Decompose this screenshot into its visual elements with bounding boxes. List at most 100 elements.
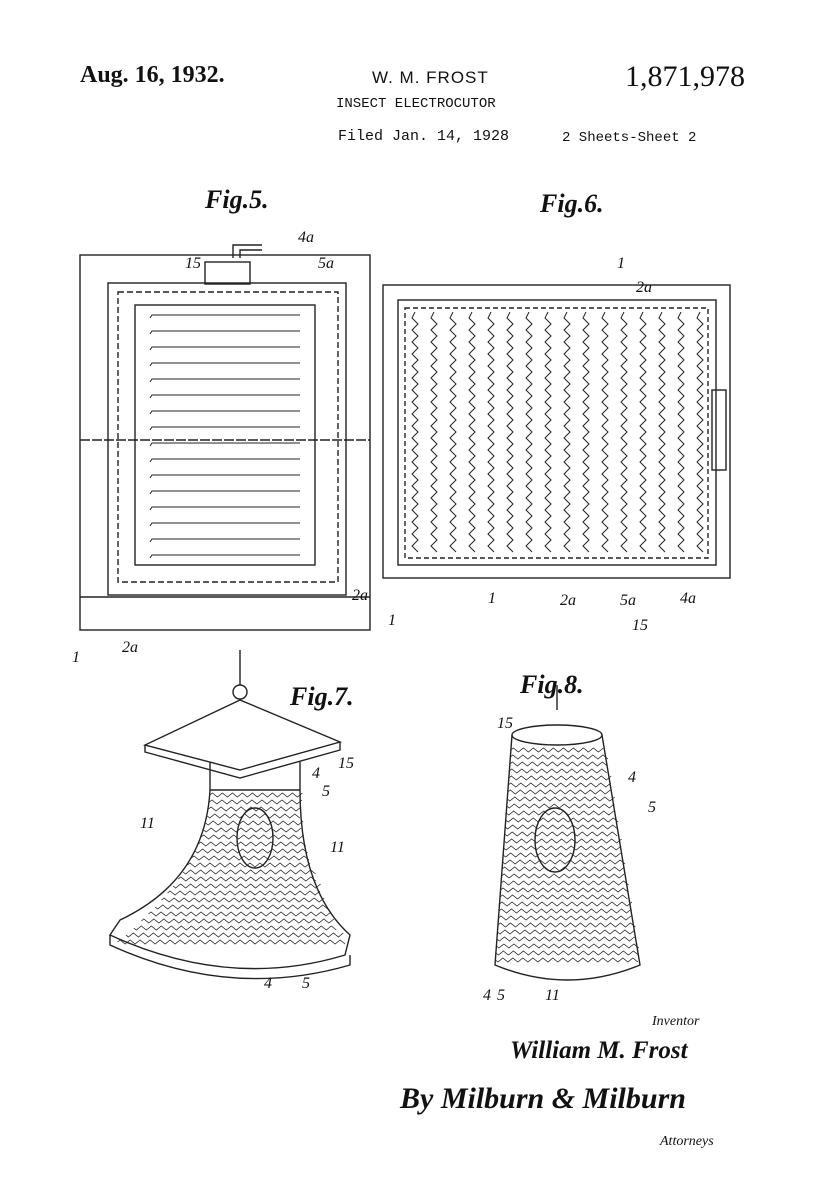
coil-wire [525, 311, 533, 553]
reference-numeral: 15 [338, 755, 354, 772]
figure-6: Fig.6. [382, 189, 731, 579]
reference-numeral: 2a [560, 592, 576, 609]
coil-wire [506, 311, 514, 553]
coil-wire [191, 855, 310, 861]
coil-wire [677, 311, 685, 553]
attorneys-label: Attorneys [659, 1134, 714, 1149]
reference-numeral: 2a [352, 587, 368, 604]
coil-wire [468, 311, 476, 553]
coil-wire [601, 311, 609, 553]
reference-numeral: 1 [617, 255, 625, 272]
fig5-title: Fig.5. [204, 185, 269, 214]
coil-wire [149, 394, 300, 399]
reference-numeral: 1 [72, 649, 80, 666]
coil-wire [498, 908, 632, 914]
attorney-signature: By Milburn & Milburn [399, 1082, 686, 1115]
coil-wire [495, 957, 639, 963]
fig7-title: Fig.7. [289, 682, 354, 711]
coil-wire [200, 834, 304, 840]
coil-wire [507, 796, 616, 802]
reference-numeral: 5 [648, 799, 656, 816]
coil-wire [505, 810, 614, 816]
reference-numeral: 11 [330, 839, 345, 856]
coil-wire [209, 792, 303, 798]
coil-wire [125, 932, 344, 938]
coil-wire [510, 754, 609, 760]
coil-wire [504, 824, 618, 830]
coil-wire [205, 820, 304, 826]
coil-wire [194, 848, 308, 854]
sheet-count: 2 Sheets-Sheet 2 [562, 130, 697, 146]
reference-numeral: 4 [312, 765, 320, 782]
coil-wire [497, 929, 636, 935]
coil-wire [149, 346, 300, 351]
coil-wire [502, 859, 626, 865]
coil-wire [508, 782, 612, 788]
coil-wire [149, 330, 300, 335]
coil-wire [117, 939, 346, 945]
coil-wire [209, 799, 303, 805]
reference-numeral: 4a [298, 229, 314, 246]
coil-wire [510, 747, 604, 753]
filed-date: Filed Jan. 14, 1928 [338, 128, 510, 145]
coil-wire [582, 311, 590, 553]
coil-wire [503, 845, 622, 851]
figure-7: Fig.7. [108, 650, 354, 980]
coil-wire [411, 311, 419, 553]
coil-wire [497, 922, 636, 928]
reference-numeral: 15 [185, 255, 201, 272]
patent-title: INSECT ELECTROCUTOR [336, 96, 496, 112]
reference-numeral: 5 [322, 783, 330, 800]
fig6-title: Fig.6. [539, 189, 604, 218]
reference-numeral: 4 [628, 769, 636, 786]
coil-wire [149, 314, 300, 319]
coil-wire [167, 890, 321, 896]
coil-wire [133, 925, 337, 931]
coil-wire [696, 311, 704, 553]
reference-numeral: 5a [318, 255, 334, 272]
figure-5: Fig.5. [79, 185, 371, 631]
coil-wire [563, 311, 571, 553]
coil-wire [149, 554, 300, 559]
coil-wire [496, 943, 640, 949]
reference-numeral: 15 [497, 715, 513, 732]
coil-wire [509, 768, 608, 774]
coil-wire [503, 838, 622, 844]
coil-wire [149, 522, 300, 527]
coil-wire [499, 894, 628, 900]
coil-wire [172, 883, 321, 889]
reference-numeral: 5 [497, 987, 505, 1004]
coil-wire [178, 876, 317, 882]
coil-wire [430, 311, 438, 553]
coil-wire [507, 789, 611, 795]
coil-wire [499, 901, 633, 907]
reference-numeral: 5a [620, 592, 636, 609]
reference-numeral: 11 [140, 815, 155, 832]
coil-wire [149, 490, 300, 495]
inventor-name-header: W. M. FROST [372, 68, 489, 87]
coil-wire [149, 410, 300, 415]
inventor-signature: William M. Frost [510, 1037, 689, 1064]
coil-wire [149, 378, 300, 383]
coil-wire [501, 866, 625, 872]
coil-wire [505, 817, 619, 823]
figure-8: Fig.8. [494, 670, 641, 981]
coil-wire [487, 311, 495, 553]
coil-wire [208, 806, 302, 812]
coil-wire [141, 918, 335, 924]
coil-wire [149, 474, 300, 479]
coil-wire [496, 936, 635, 942]
reference-numeral: 4a [680, 590, 696, 607]
coil-wire [500, 880, 629, 886]
reference-numeral: 4 [264, 975, 272, 992]
coil-wire [504, 831, 618, 837]
coil-wire [620, 311, 628, 553]
reference-numeral: 2a [636, 279, 652, 296]
coil-wire [495, 950, 639, 956]
coil-wire [187, 862, 311, 868]
reference-numeral: 15 [632, 617, 648, 634]
coil-wire [182, 869, 316, 875]
fig8-title: Fig.8. [519, 670, 584, 699]
coil-wire [149, 362, 300, 367]
